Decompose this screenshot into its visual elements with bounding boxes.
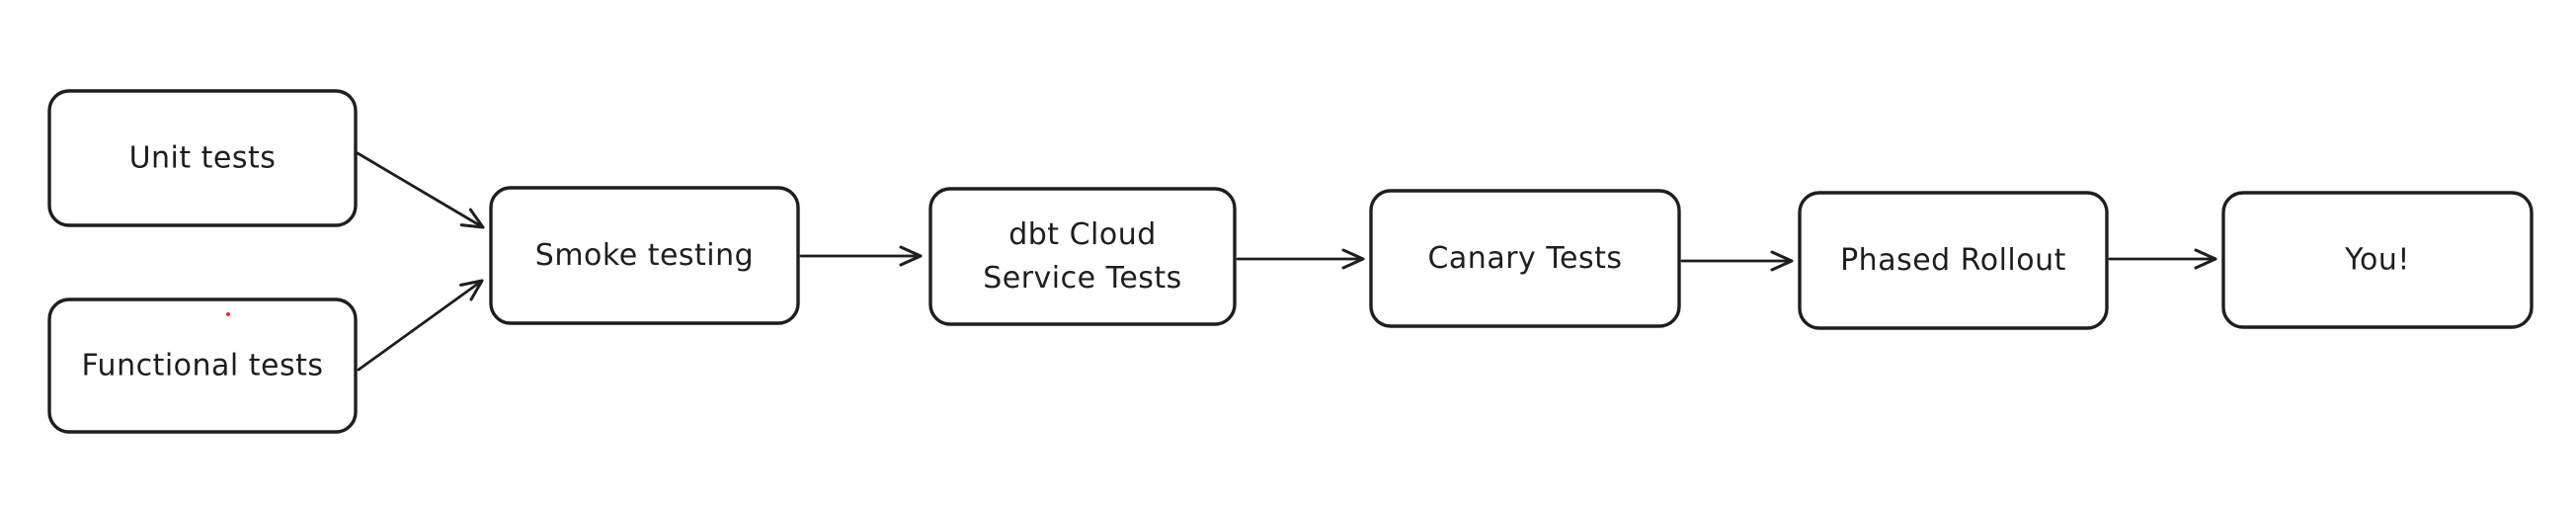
node-smoke-testing[interactable]: Smoke testing <box>489 186 800 325</box>
edge-functional-tests-to-smoke-testing[interactable] <box>357 279 484 372</box>
node-unit-tests-label: Unit tests <box>129 141 277 176</box>
node-functional-tests[interactable]: Functional tests <box>47 298 358 434</box>
edge-unit-tests-to-smoke-testing[interactable] <box>356 151 485 229</box>
node-you[interactable]: You! <box>2221 191 2534 329</box>
node-canary-tests-box[interactable] <box>1369 189 1681 328</box>
stray-red-dot <box>226 312 230 316</box>
node-you-label: You! <box>2344 243 2410 278</box>
node-smoke-testing-label: Smoke testing <box>535 238 754 273</box>
node-canary-tests-label: Canary Tests <box>1427 241 1622 276</box>
node-phased-rollout[interactable]: Phased Rollout <box>1798 191 2109 330</box>
node-dbt-cloud-service-tests-box[interactable] <box>928 187 1237 326</box>
node-functional-tests-label: Functional tests <box>81 349 323 383</box>
node-unit-tests-box[interactable] <box>47 89 358 227</box>
node-smoke-testing-box[interactable] <box>489 186 800 325</box>
node-canary-tests[interactable]: Canary Tests <box>1369 189 1681 328</box>
node-unit-tests[interactable]: Unit tests <box>47 89 358 227</box>
node-phased-rollout-box[interactable] <box>1798 191 2109 330</box>
node-functional-tests-box[interactable] <box>47 298 358 434</box>
node-phased-rollout-label: Phased Rollout <box>1840 243 2066 278</box>
node-you-box[interactable] <box>2221 191 2534 329</box>
